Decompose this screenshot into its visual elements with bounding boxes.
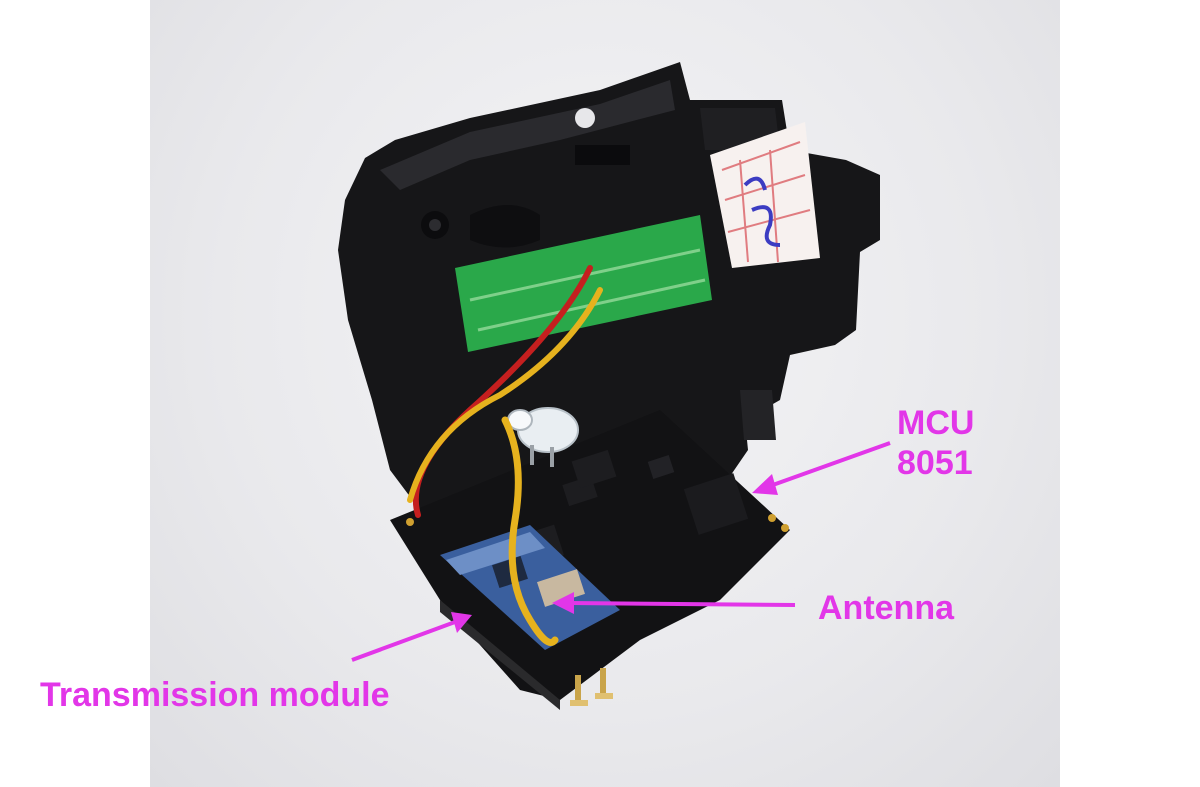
transmission-module-annotation: Transmission module [40,676,390,714]
arrow-to-transmission-module [351,612,472,662]
wires [407,265,603,646]
mcu-annotation: MCU 8051 [897,403,974,483]
mcu-annotation-line2: 8051 [897,444,973,482]
arrow-to-antenna [552,592,796,614]
antenna-annotation: Antenna [818,589,954,627]
paper-label [710,122,820,268]
header-pins [570,668,613,706]
arrow-to-mcu [752,441,891,495]
clear-led [507,407,579,467]
housing-led-window [575,108,595,128]
rf-module [440,525,620,650]
mcu-chip [683,473,749,535]
mcu-annotation-line1: MCU [897,404,975,442]
